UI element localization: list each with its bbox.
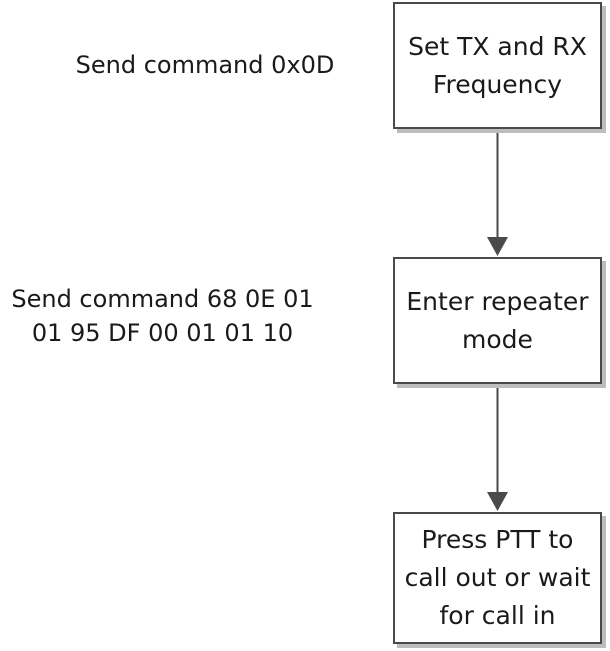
arrow-step1-to-step2	[487, 129, 508, 256]
step-3-label: Press PTT to call out or wait for call i…	[404, 525, 591, 630]
step-2-box: Enter repeater mode	[393, 257, 602, 384]
step-2-note: Send command 68 0E 01 01 95 DF 00 01 01 …	[11, 285, 314, 347]
step-2-label: Enter repeater mode	[406, 286, 589, 354]
arrow-step2-to-step3	[487, 384, 508, 511]
step-1-box: Set TX and RX Frequency	[393, 2, 602, 129]
step-1-label: Set TX and RX Frequency	[408, 31, 587, 99]
step-1-note: Send command 0x0D	[75, 51, 335, 79]
step-3-box: Press PTT to call out or wait for call i…	[393, 512, 602, 644]
